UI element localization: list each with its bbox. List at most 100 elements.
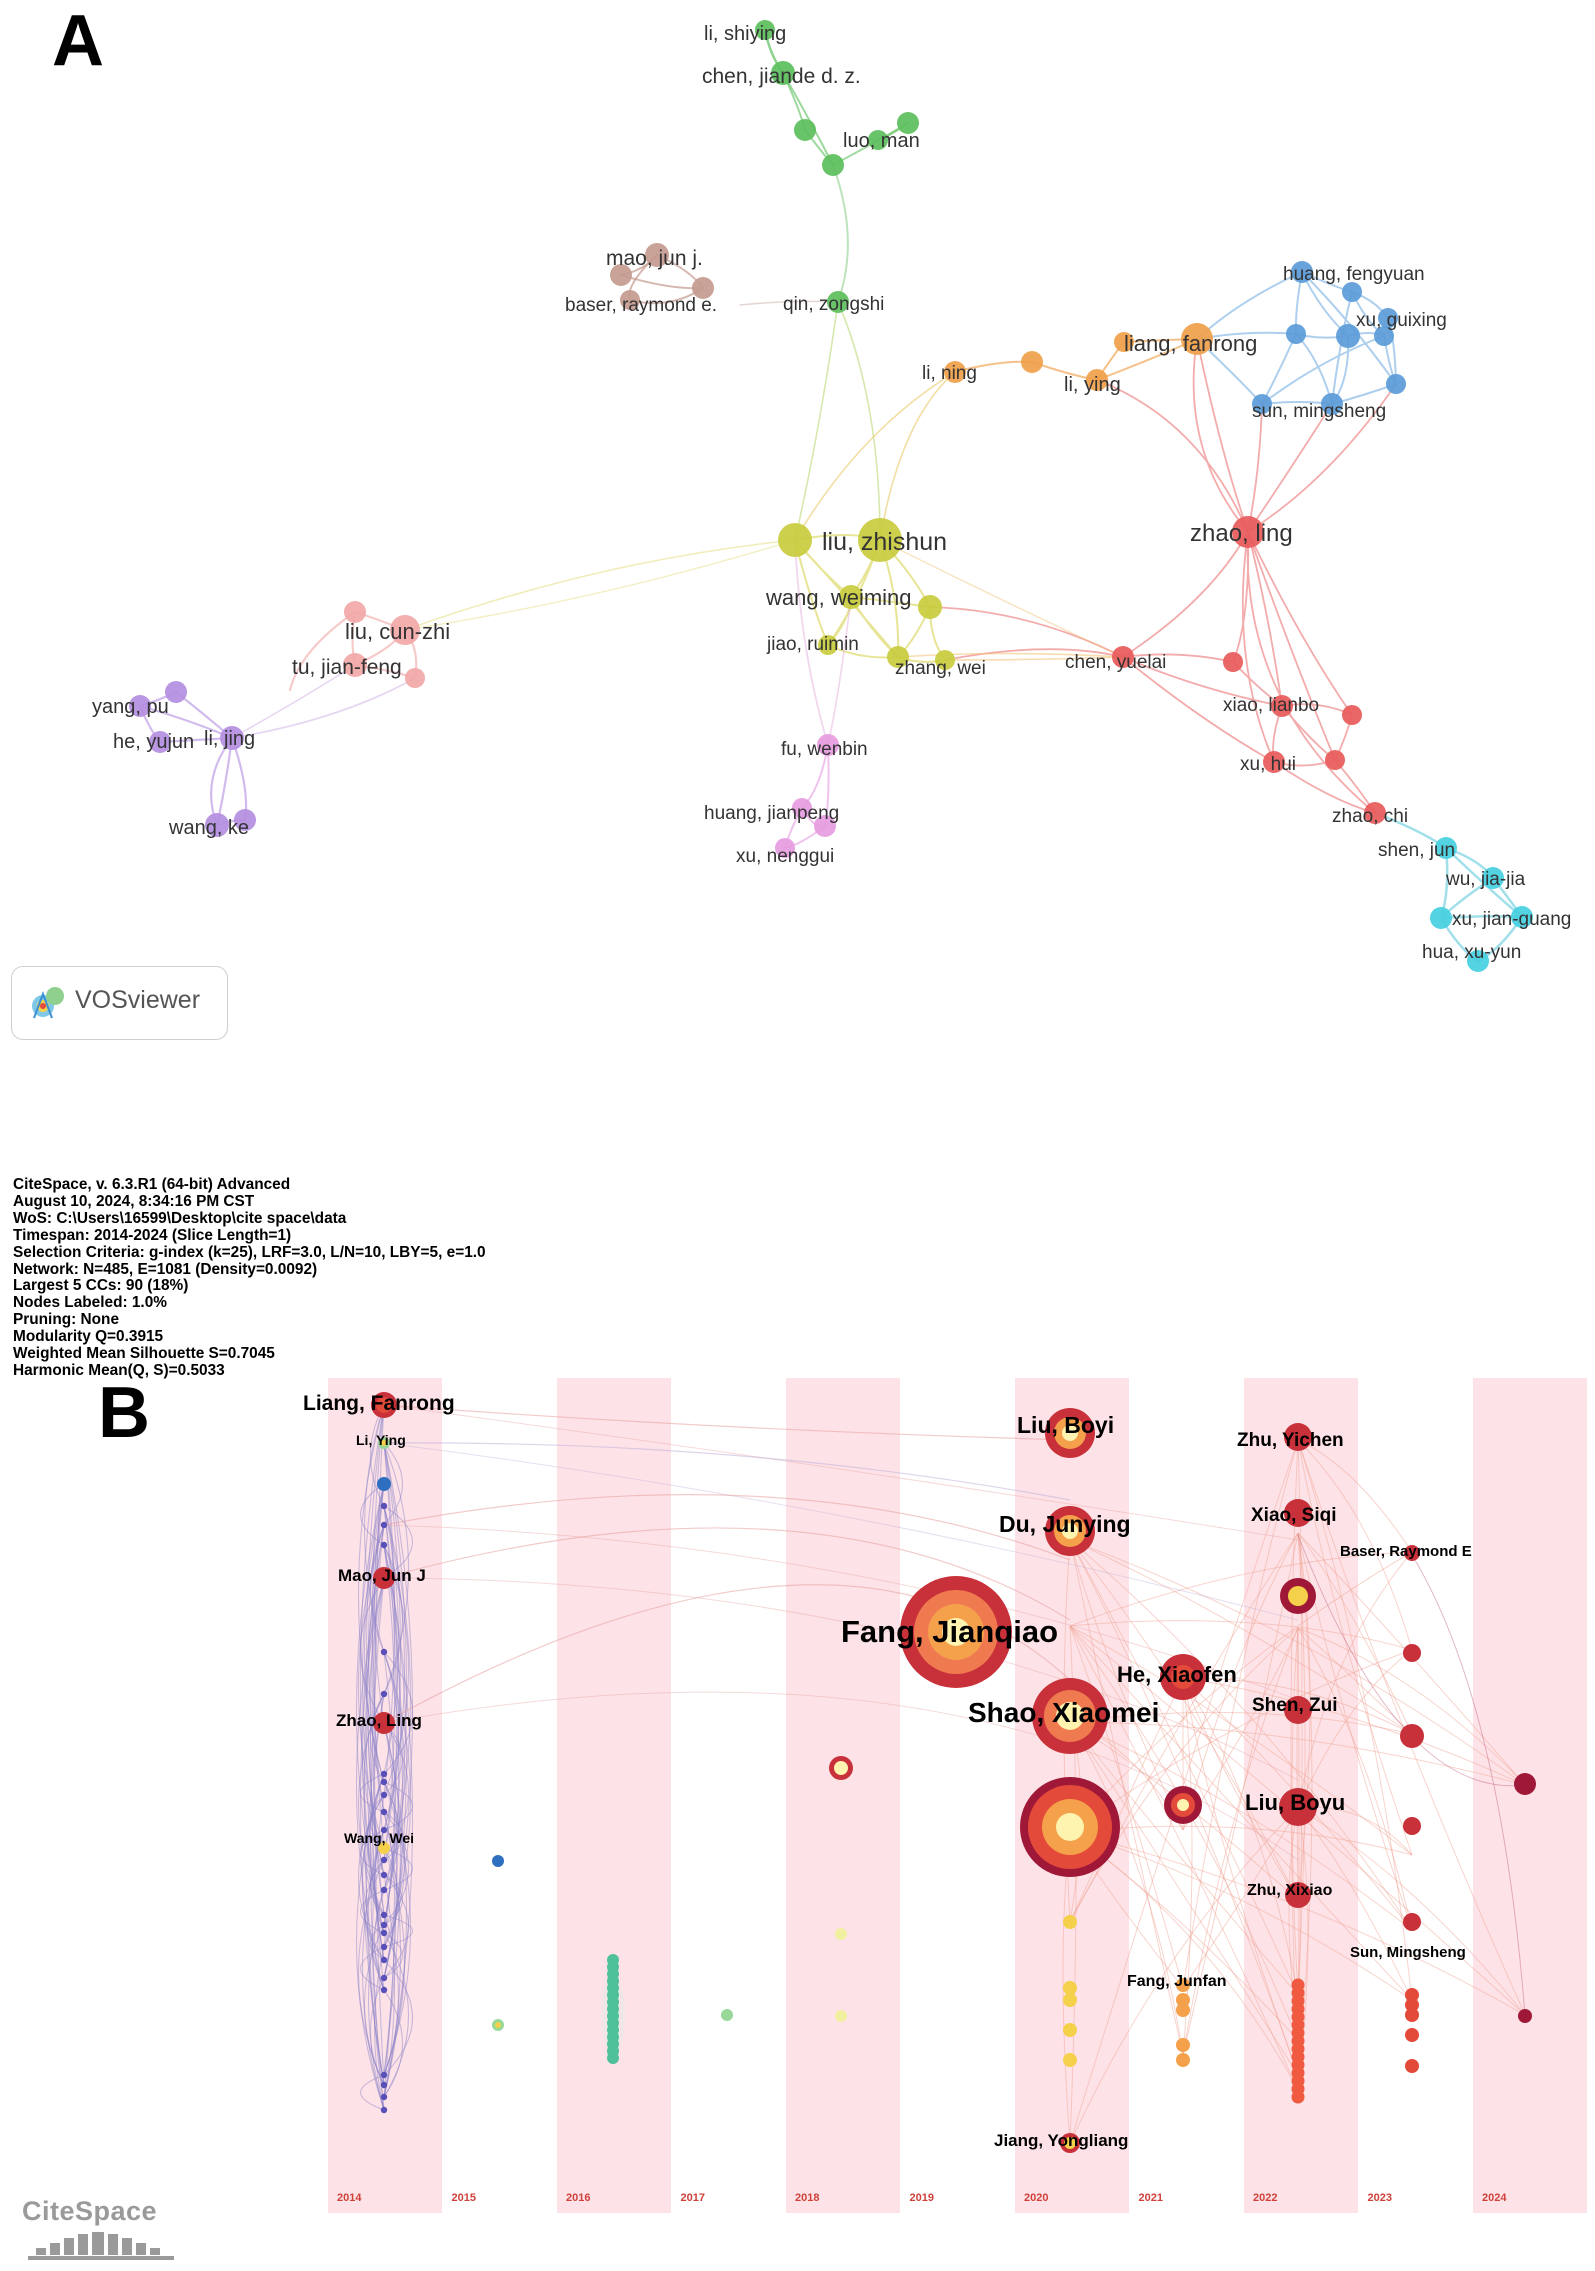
year-tick-label: 2021 [1139,2192,1163,2204]
timeline-link [1182,1677,1299,2076]
timeline-link [367,1577,385,1876]
author-node-hub [1056,1813,1084,1841]
author-label-b: Shao, Xiaomei [968,1697,1159,1728]
timeline-link [1297,1532,1526,1786]
timeline-link [383,1914,399,2076]
panel-letter-b: B [98,1373,150,1453]
author-node [610,264,632,286]
author-node [1063,1981,1077,1995]
author-node [1288,1586,1308,1606]
timeline-link [368,1829,385,1991]
author-node [792,798,812,818]
timeline-link [383,1781,412,2076]
author-node [380,1521,388,1529]
timeline-link [1297,1532,1413,1735]
author-node [1405,2008,1419,2022]
author-node [381,1440,387,1446]
timeline-link [383,1442,409,1695]
author-node [1321,393,1343,415]
timeline-link [383,1959,413,2076]
timeline-link [355,1483,385,1934]
timeline-link [1069,1551,1413,1627]
timeline-link [383,1781,399,1891]
timeline-link [1182,1532,1299,1831]
author-label-b: Liu, Boyu [1245,1790,1345,1815]
timeline-link [1297,1551,1413,1809]
timeline-link [383,1544,402,1926]
author-label-a: mao, jun j. [606,247,703,270]
author-label-a: sun, mingsheng [1252,401,1386,422]
author-node [775,838,795,858]
author-node [755,20,775,40]
timeline-link [1069,1721,1299,1996]
author-label-a: wu, jia-jia [1445,869,1526,890]
timeline-link [1069,1807,1299,2144]
timeline-link [383,1932,410,2098]
timeline-link [383,1722,409,1861]
timeline-link [1069,1721,1413,1931]
timeline-link [383,1442,414,1979]
timeline-link [357,1693,385,1916]
author-node [1435,837,1457,859]
author-node [1176,2038,1190,2052]
vosviewer-badge: VOSviewer [11,966,228,1040]
author-label-b: Du, Junying [999,1511,1131,1537]
author-node [1056,1702,1084,1730]
author-label-a: xiao, lianbo [1223,695,1319,716]
author-node [822,154,844,176]
timeline-link [371,1794,385,2086]
timeline-link [1297,1439,1526,2016]
timeline-link [364,1524,385,1783]
author-node [380,1856,388,1864]
info-line: WoS: C:\Users\16599\Desktop\cite space\d… [13,1209,347,1227]
author-node [1467,950,1489,972]
author-node [839,585,863,609]
author-label-a: liu, cun-zhi [345,619,450,644]
timeline-link [1297,1627,1413,1931]
author-node [1325,750,1345,770]
timeline-link [1182,1627,1299,1831]
author-node [692,277,714,299]
author-node [373,1567,395,1589]
author-label-a: chen, jiande d. z. [702,65,861,88]
timeline-link [1069,1831,1413,2001]
timeline-link [373,1577,385,1813]
author-node [1378,308,1398,328]
author-label-b: He, Xiaofen [1117,1662,1237,1687]
author-label-b: Jiang, Yongliang [994,2131,1128,2150]
timeline-link [383,1781,406,1948]
timeline-link [1069,1625,1299,2091]
timeline-link [383,1442,396,1796]
author-node [380,1956,388,1964]
author-nodes-a [129,20,1533,972]
author-node [1364,802,1386,824]
timeline-link [383,1914,414,1948]
author-label-a: li, ning [922,363,977,384]
year-band [557,1378,671,2213]
timeline-link [1297,1627,1526,1786]
author-label-b: Fang, Junfan [1127,1973,1227,1990]
author-node [827,291,849,313]
timeline-link [363,1794,385,1916]
timeline-link [1297,1532,1311,1901]
author-nodes-b [371,1392,1536,2153]
author-label-b: Sun, Mingsheng [1350,1944,1466,1961]
author-node [1403,1913,1421,1931]
timeline-link [370,1977,385,2086]
timeline-link [1069,1721,1299,2076]
year-band [786,1378,900,2213]
timeline-link [370,1859,385,1916]
author-node [835,1928,847,1940]
timeline-link [1297,1439,1413,1651]
author-node [1176,2053,1190,2067]
author-node [165,681,187,703]
author-node [129,695,151,717]
author-node [1232,516,1264,548]
timeline-link [383,1874,410,1979]
author-node [205,813,229,837]
timeline-link [371,1404,385,1849]
author-node [814,815,836,837]
timeline-link [356,1773,385,2111]
timeline-link [1297,1439,1413,1553]
